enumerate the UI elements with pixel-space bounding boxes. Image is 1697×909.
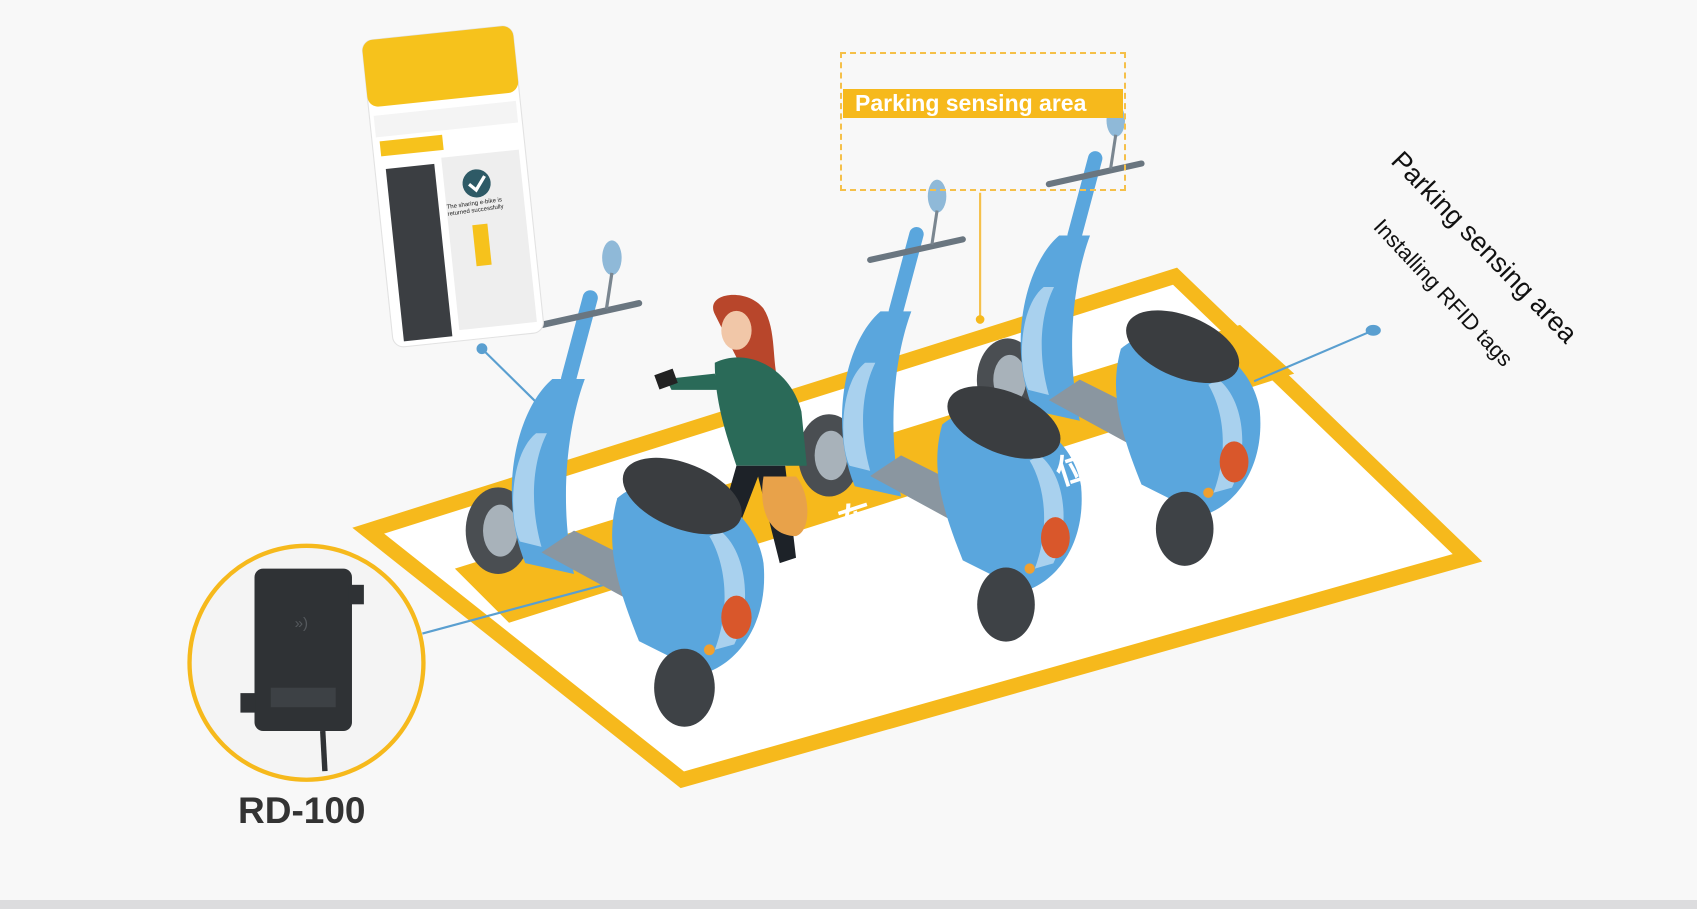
rfid-tag-line-right — [1253, 329, 1374, 383]
sensing-area-label: Parking sensing area — [843, 89, 1123, 118]
sensing-area-box — [840, 52, 1126, 191]
bottom-divider — [0, 900, 1697, 909]
rfid-reader-device: ») — [240, 568, 364, 772]
device-label: RD-100 — [238, 790, 366, 831]
svg-text:»): ») — [295, 615, 308, 632]
smartphone-app-screen — [361, 25, 544, 348]
device-connector-line — [422, 581, 613, 635]
person-with-phone — [654, 294, 808, 564]
